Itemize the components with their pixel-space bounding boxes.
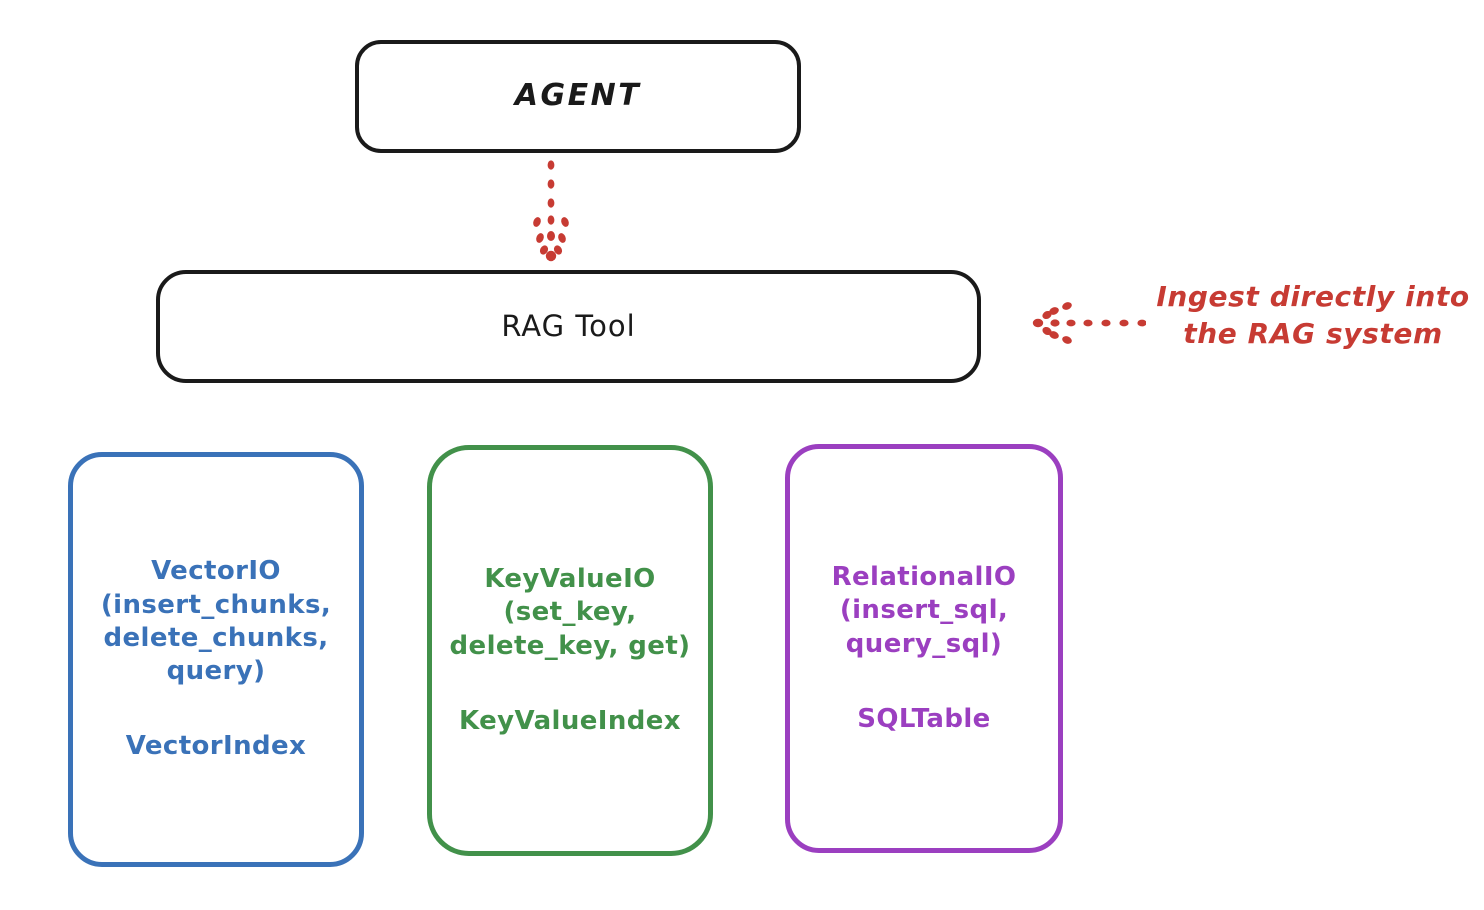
arrow-agent-to-rag-tool bbox=[533, 160, 569, 262]
node-key-value-io-secondary-label: KeyValueIndex bbox=[459, 705, 681, 736]
node-key-value-io-label: KeyValueIO (set_key, delete_key, get) bbox=[449, 563, 691, 661]
arrow-ingest-to-rag-tool bbox=[1032, 302, 1146, 344]
node-vector-io-secondary-label: VectorIndex bbox=[125, 731, 307, 762]
node-agent-label: AGENT bbox=[514, 78, 642, 114]
node-vector-io[interactable]: VectorIO (insert_chunks, delete_chunks, … bbox=[68, 452, 364, 867]
node-relational-io-label: RelationalIO (insert_sql, query_sql) bbox=[831, 561, 1017, 659]
node-relational-io[interactable]: RelationalIO (insert_sql, query_sql) SQL… bbox=[785, 444, 1063, 853]
annotation-ingest-directly: Ingest directly into the RAG system bbox=[1156, 280, 1470, 351]
node-key-value-io[interactable]: KeyValueIO (set_key, delete_key, get) Ke… bbox=[427, 445, 713, 856]
node-rag-tool-label: RAG Tool bbox=[501, 308, 636, 343]
node-agent[interactable]: AGENT bbox=[355, 40, 801, 153]
node-rag-tool[interactable]: RAG Tool bbox=[156, 270, 981, 383]
node-vector-io-label: VectorIO (insert_chunks, delete_chunks, … bbox=[100, 556, 332, 687]
node-relational-io-secondary-label: SQLTable bbox=[857, 703, 991, 734]
